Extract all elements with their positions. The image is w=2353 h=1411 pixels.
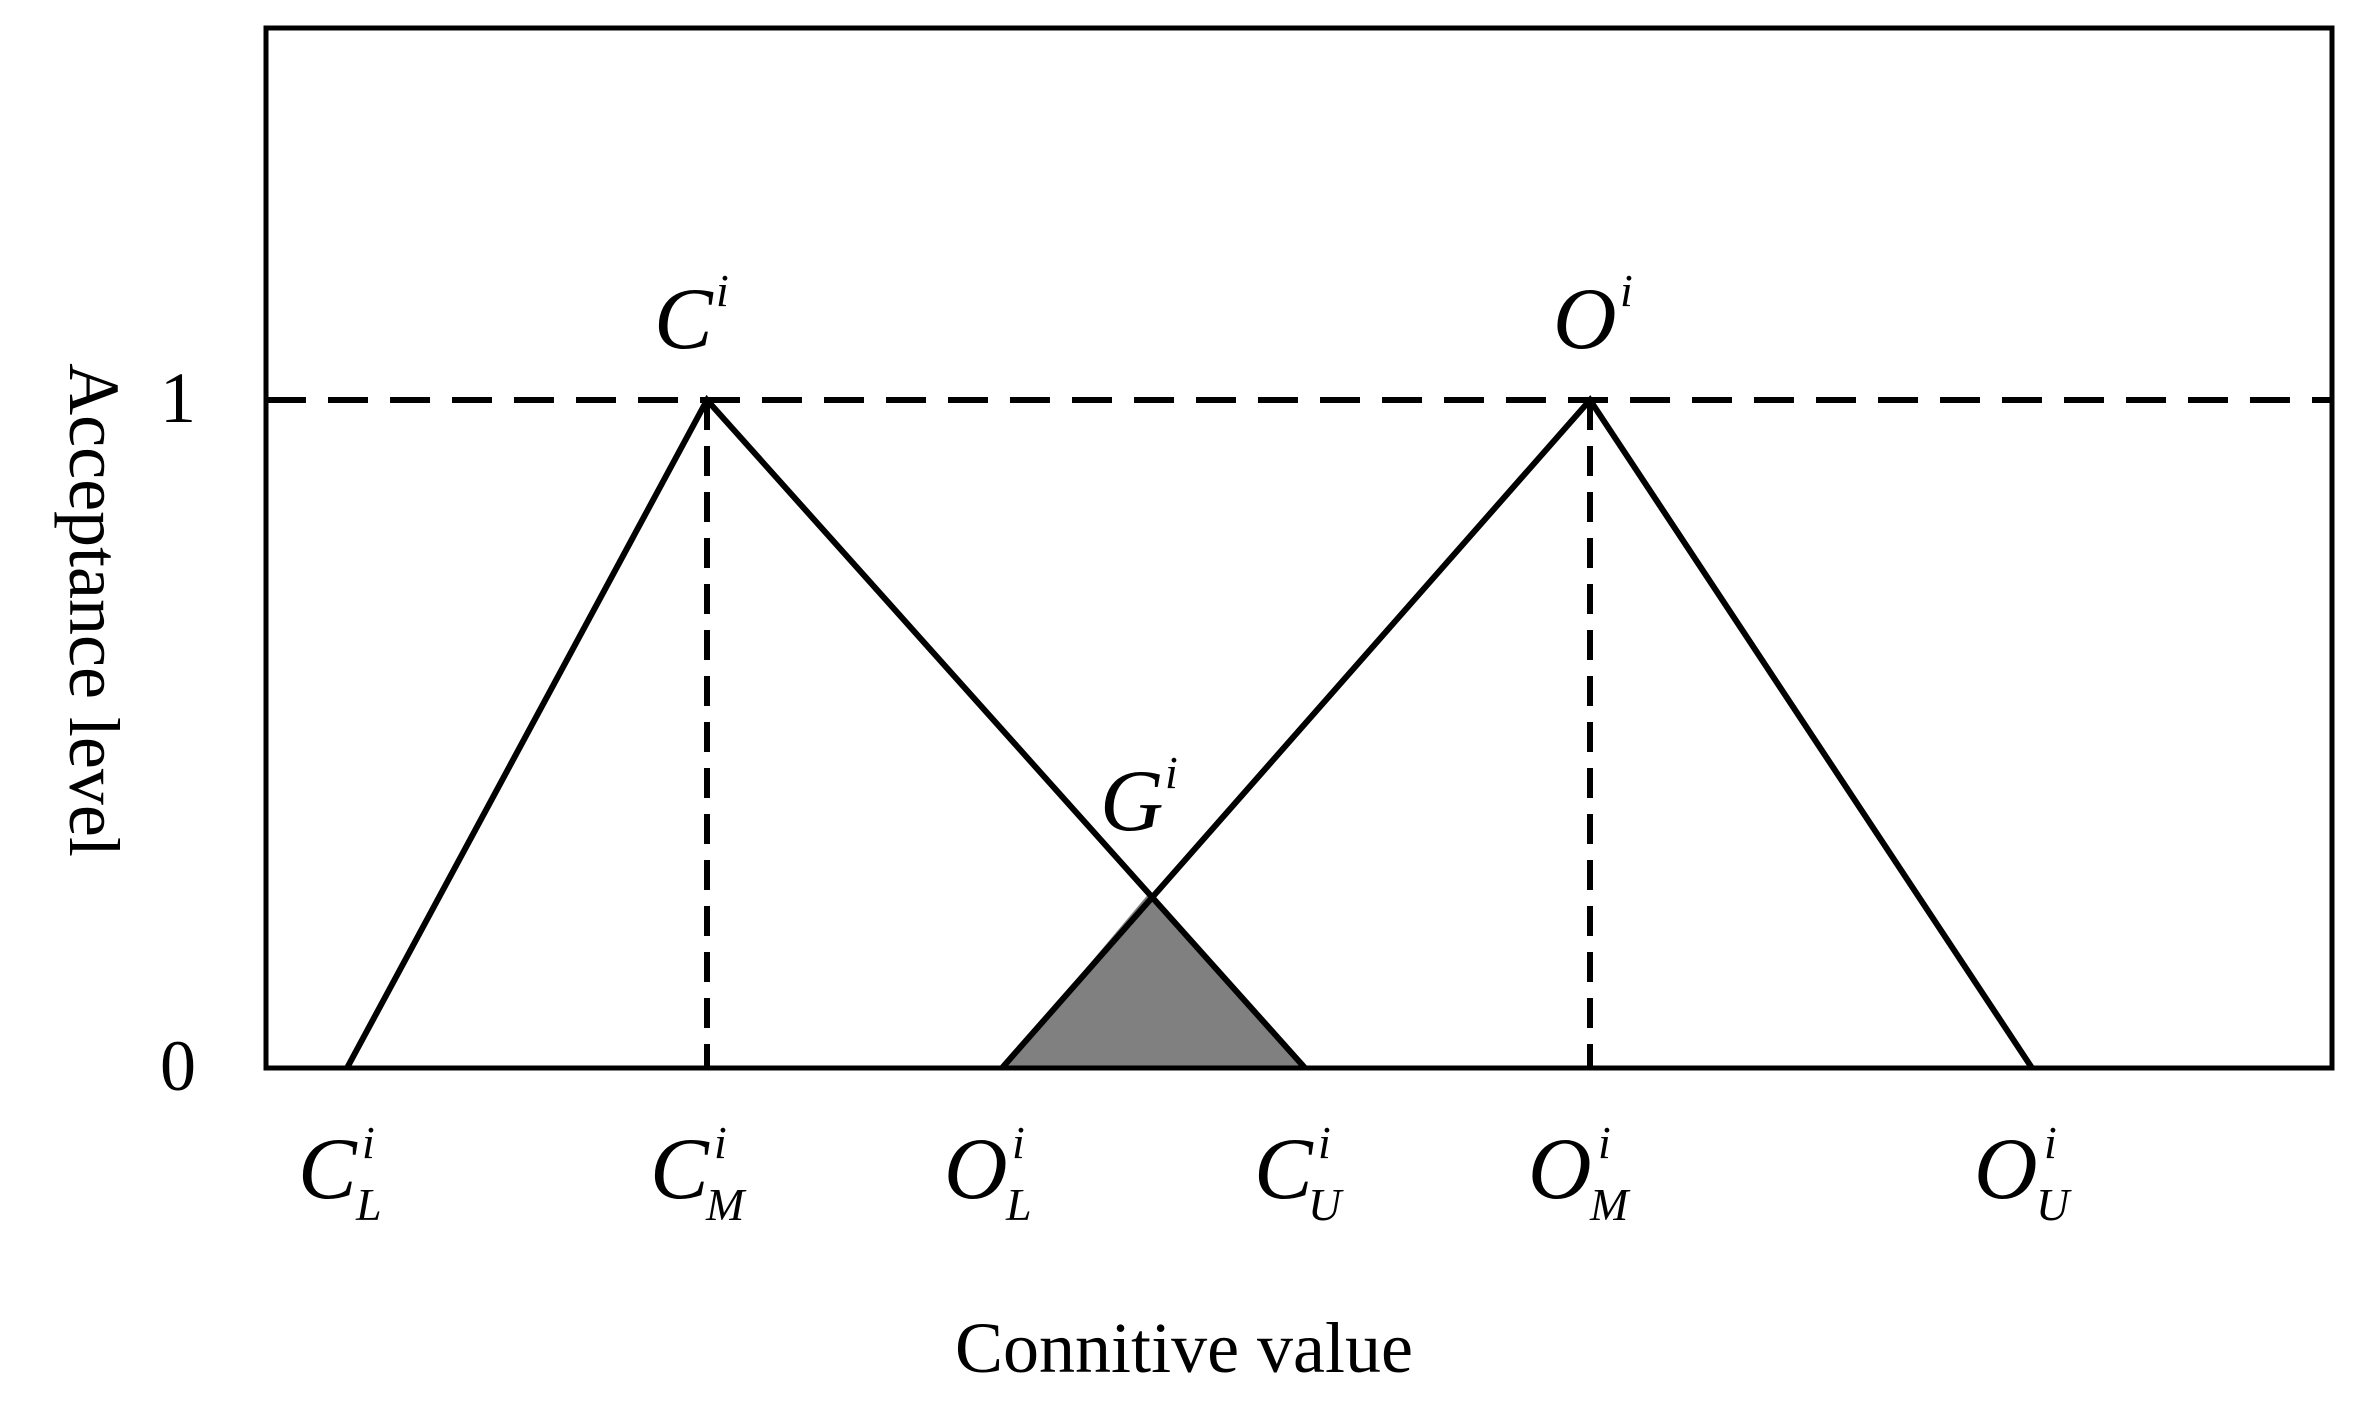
y-axis-title: Acceptance level (54, 363, 134, 857)
x-label-c-l: C i L (298, 1117, 382, 1230)
svg-text:L: L (1005, 1179, 1032, 1230)
svg-text:i: i (1165, 747, 1178, 798)
triangle-o (999, 395, 2035, 1070)
y-tick-one: 1 (160, 358, 196, 438)
svg-text:i: i (1620, 265, 1633, 316)
svg-text:G: G (1100, 753, 1164, 850)
svg-text:i: i (716, 265, 729, 316)
svg-text:C: C (1254, 1121, 1314, 1218)
x-label-o-m: O i M (1528, 1117, 1631, 1230)
svg-text:O: O (1553, 271, 1617, 368)
svg-text:O: O (944, 1121, 1008, 1218)
svg-text:i: i (1598, 1117, 1611, 1168)
svg-text:O: O (1974, 1121, 2038, 1218)
plot-frame (263, 25, 2335, 1071)
x-axis-title: Connitive value (955, 1308, 1413, 1388)
svg-text:O: O (1528, 1121, 1592, 1218)
svg-text:i: i (1318, 1117, 1331, 1168)
x-label-c-u: C i U (1254, 1117, 1344, 1230)
x-label-c-m: C i M (650, 1117, 747, 1230)
svg-text:C: C (654, 271, 714, 368)
svg-text:M: M (705, 1179, 747, 1230)
triangle-c (344, 394, 1308, 1071)
x-label-o-l: O i L (944, 1117, 1032, 1230)
peak-label-o: O i (1553, 265, 1633, 368)
svg-text:i: i (1012, 1117, 1025, 1168)
svg-text:i: i (2044, 1117, 2057, 1168)
svg-text:L: L (355, 1179, 382, 1230)
svg-text:C: C (298, 1121, 358, 1218)
svg-text:U: U (1308, 1179, 1344, 1230)
x-label-o-u: O i U (1974, 1117, 2072, 1230)
overlap-region (1002, 892, 1305, 1068)
peak-label-c: C i (654, 265, 729, 368)
svg-text:i: i (714, 1117, 727, 1168)
svg-text:i: i (362, 1117, 375, 1168)
intersection-label-g: G i (1100, 747, 1178, 850)
svg-text:M: M (1589, 1179, 1631, 1230)
y-tick-zero: 0 (160, 1026, 196, 1106)
svg-text:U: U (2036, 1179, 2072, 1230)
svg-text:C: C (650, 1121, 710, 1218)
